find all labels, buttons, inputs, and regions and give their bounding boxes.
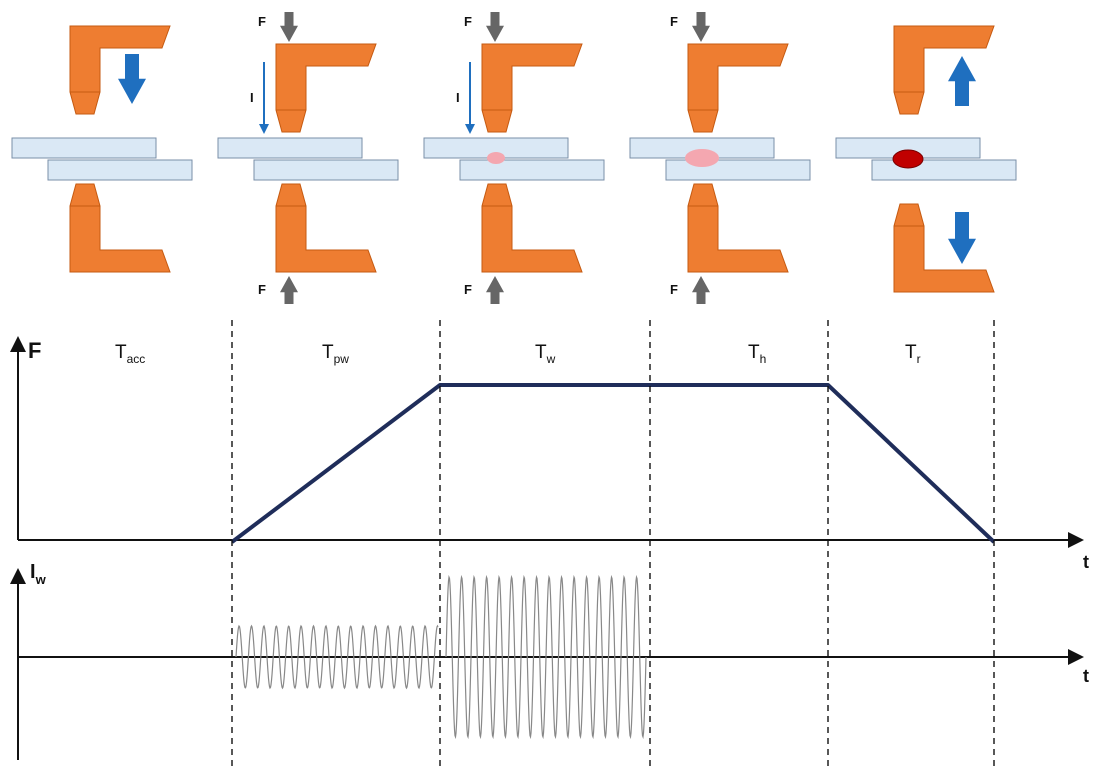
process-stages: F F I F F I F F (11, 12, 1017, 304)
force-label: F (258, 282, 266, 297)
force-time-label: t (1083, 552, 1089, 572)
force-profile-line (230, 383, 996, 544)
force-arrow (486, 12, 504, 42)
current-axis-main: I (30, 561, 36, 583)
current-arrow-head (259, 124, 269, 134)
force-axis-label: F (28, 338, 41, 363)
force-arrow (692, 276, 710, 304)
current-axis-label: Iw (30, 561, 47, 587)
phase-labels: Tacc Tpw Tw Th Tr (115, 342, 921, 366)
weld-nugget-initial (487, 152, 505, 164)
phase-label-acc: Tacc (115, 342, 145, 366)
upper-sheet (11, 137, 157, 159)
force-arrow (692, 12, 710, 42)
force-label: F (670, 282, 678, 297)
force-label: F (464, 14, 472, 29)
force-arrow (486, 276, 504, 304)
current-time-label: t (1083, 666, 1089, 686)
phase-label-r: Tr (905, 342, 921, 366)
upper-electrode (69, 25, 171, 115)
lower-electrode (69, 183, 171, 273)
force-label: F (258, 14, 266, 29)
weld-current-wave (445, 574, 647, 740)
phase-label-pw: Tpw (322, 342, 349, 366)
preweld-current-wave (235, 624, 439, 690)
electrode-down-arrow (118, 54, 146, 104)
force-label: F (670, 14, 678, 29)
force-plot: F t (10, 336, 1089, 572)
upper-electrode (687, 43, 789, 133)
electrode-up-arrow (948, 56, 976, 106)
weld-nugget-final (892, 149, 924, 169)
lower-electrode (687, 183, 789, 273)
upper-electrode (481, 43, 583, 133)
weld-nugget-growing (685, 149, 719, 167)
lower-sheet (665, 159, 811, 181)
current-arrow-head (465, 124, 475, 134)
current-label: I (250, 90, 254, 105)
phase-label-h: Th (748, 342, 766, 366)
current-label: I (456, 90, 460, 105)
lower-sheet (253, 159, 399, 181)
phase-label-w: Tw (535, 342, 556, 366)
lower-electrode (893, 203, 995, 293)
phase-dividers (231, 320, 995, 767)
lower-sheet (459, 159, 605, 181)
force-arrow (280, 276, 298, 304)
upper-electrode (893, 25, 995, 115)
force-label: F (464, 282, 472, 297)
lower-sheet (871, 159, 1017, 181)
current-axis-sub: w (35, 572, 47, 587)
upper-sheet (217, 137, 363, 159)
upper-electrode (275, 43, 377, 133)
force-arrow (280, 12, 298, 42)
lower-electrode (481, 183, 583, 273)
lower-electrode (275, 183, 377, 273)
electrode-down-arrow (948, 212, 976, 264)
lower-sheet (47, 159, 193, 181)
current-plot: Iw t (10, 561, 1089, 760)
